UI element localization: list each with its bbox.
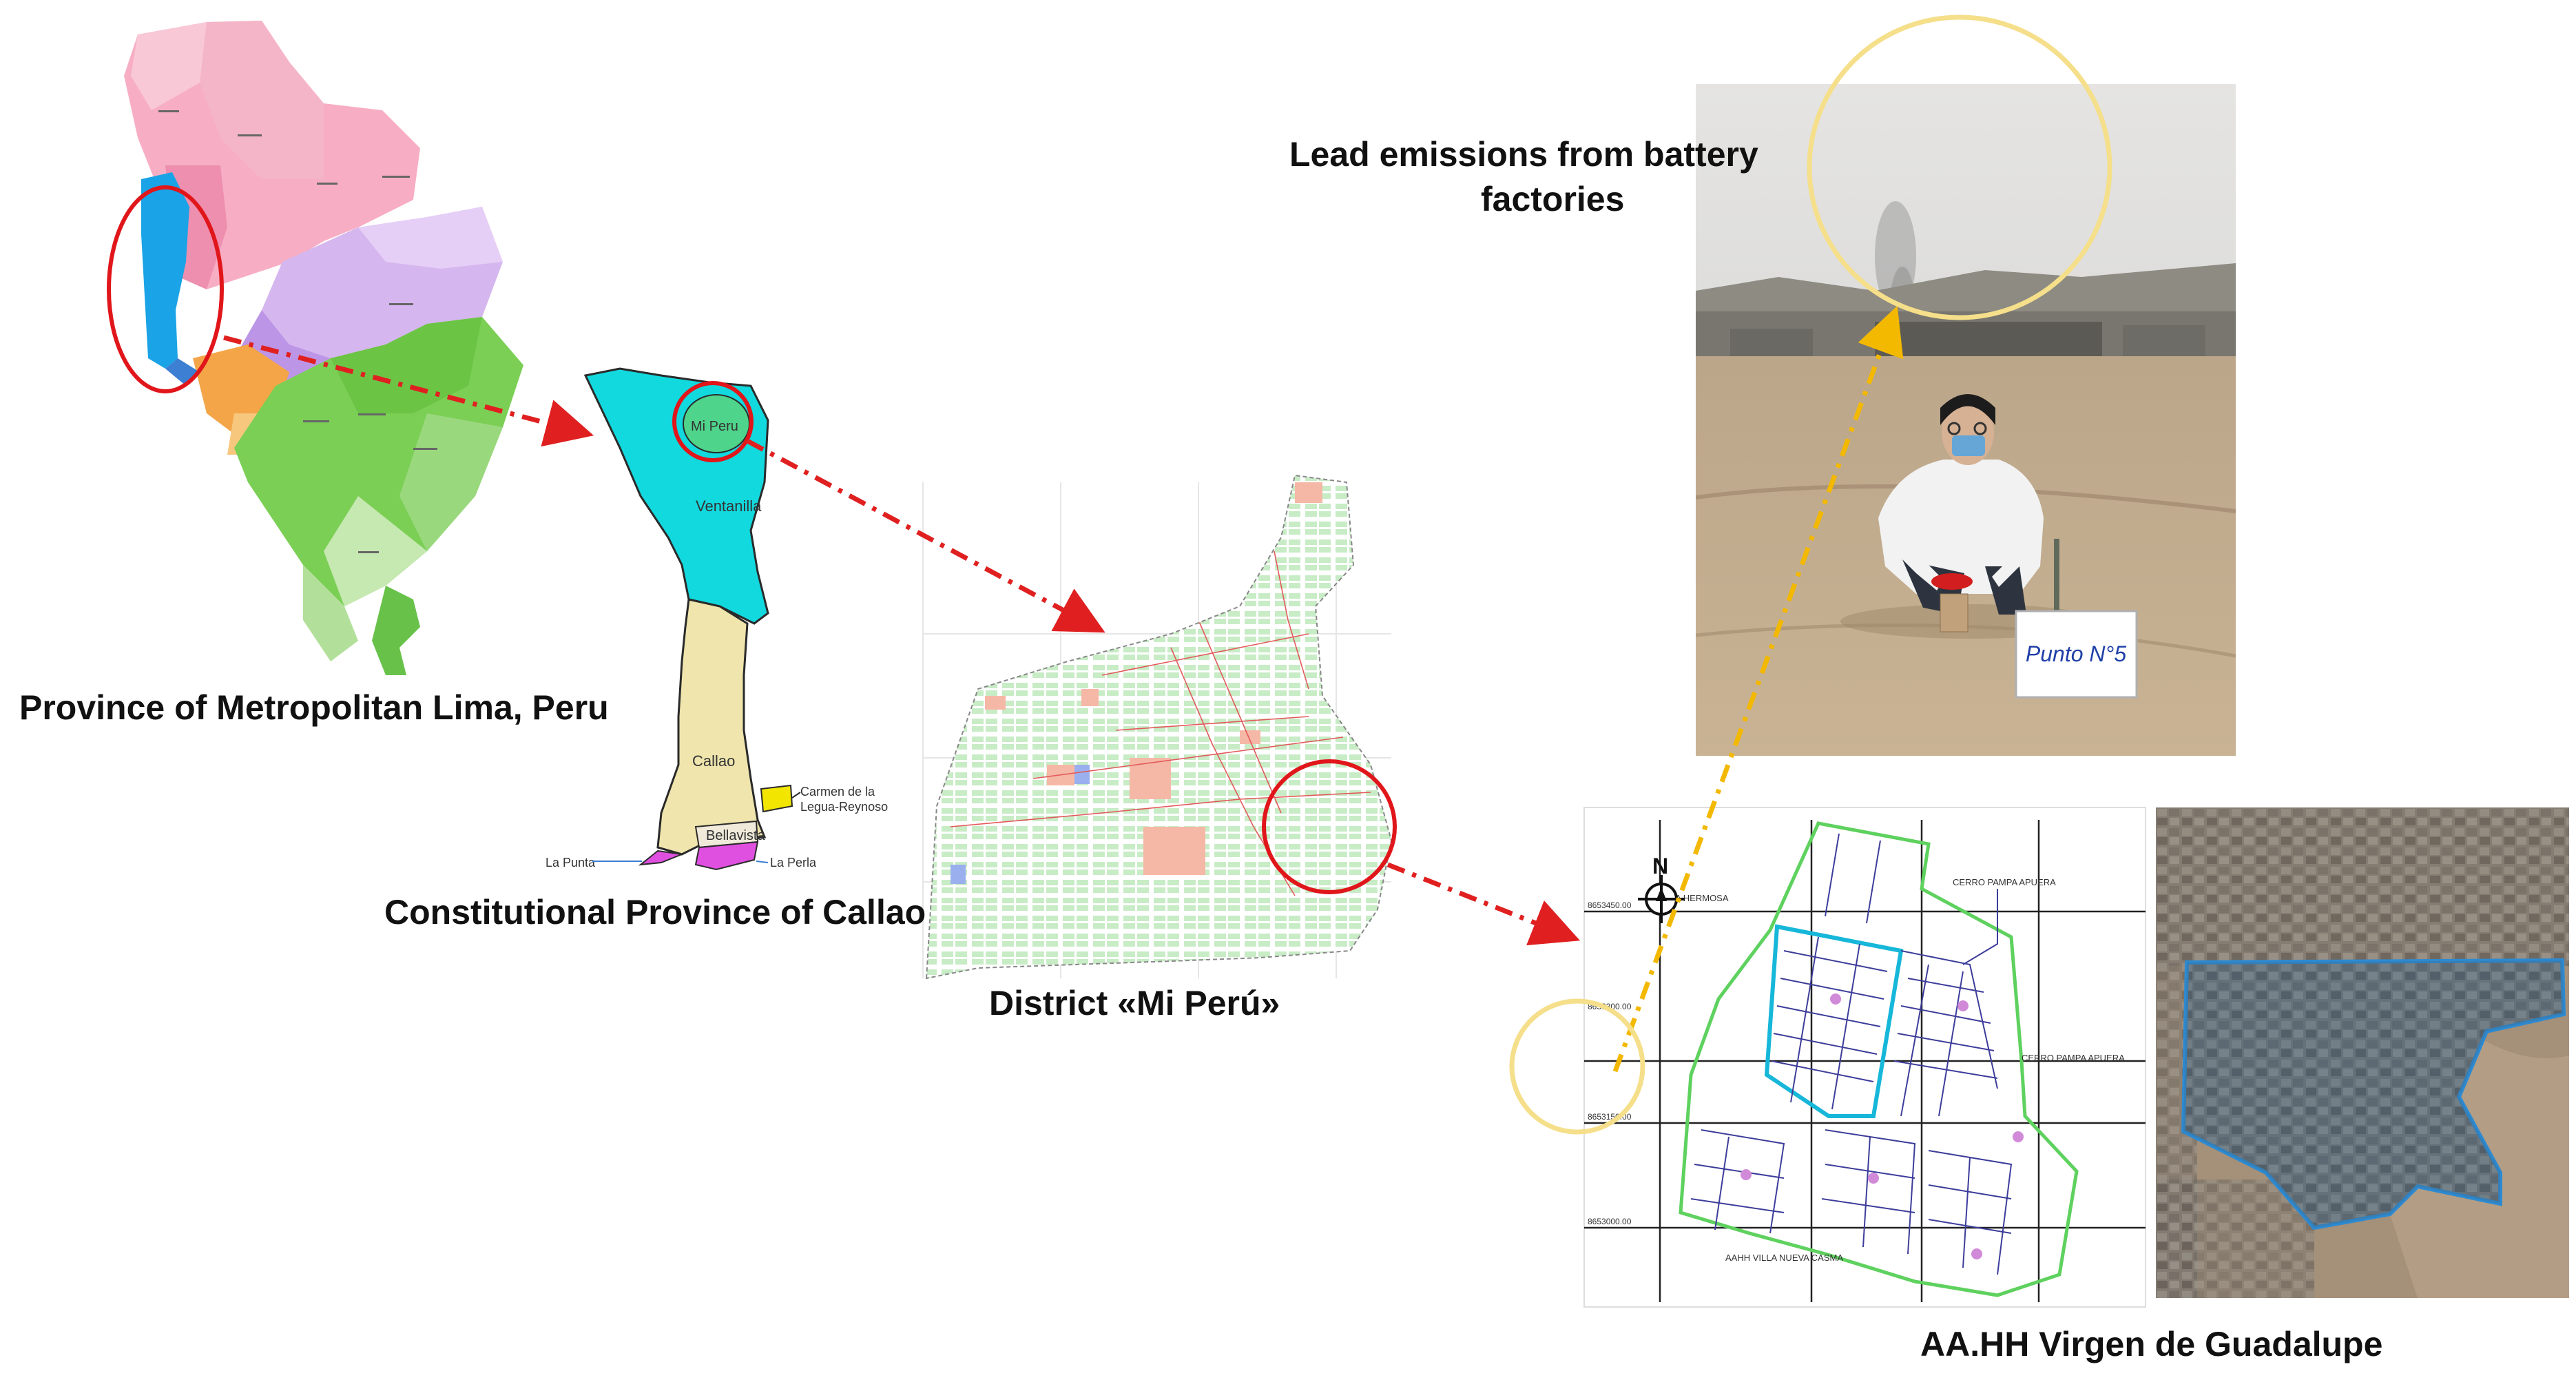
caption-emissions-line1: Lead emissions from battery [1289, 135, 1758, 174]
la-perla-region [694, 841, 759, 871]
label-carmen-2: Legua-Reynoso [800, 800, 888, 814]
lima-district-text-marks [158, 110, 437, 553]
arrow-lima-to-callao [223, 335, 594, 447]
callao-highlight-circle [107, 185, 224, 393]
district-outline [925, 474, 1393, 980]
site-boundary [1679, 821, 2079, 1297]
caption-virgen: AA.HH Virgen de Guadalupe [1920, 1325, 2383, 1363]
label-carmen-1: Carmen de la [800, 785, 875, 799]
plan-label-la-hermosa: LA HERMOSA [1670, 893, 1729, 903]
site-highlight-circle [1509, 998, 1645, 1135]
label-la-punta: La Punta [546, 856, 596, 869]
field-sampling-photo: Punto N°5 [1696, 84, 2236, 756]
satellite-image [2156, 807, 2569, 1298]
caption-emissions-line2: factories [1481, 180, 1625, 218]
caption-callao: Constitutional Province of Callao [384, 893, 926, 931]
site-subblock [1764, 924, 1904, 1118]
arrow-site-to-emissions [1612, 305, 1904, 1073]
satellite-illustration [2156, 807, 2569, 1298]
lima-districts [124, 21, 523, 675]
north-label: N [1652, 854, 1668, 878]
plan-coord-1: 8653450.00 [1588, 900, 1632, 910]
plan-label-cerro-mid: CERRO PAMPA APUERA [2022, 1053, 2125, 1063]
arrow-mi-peru-to-virgen [1386, 862, 1581, 946]
north-arrow-icon [1638, 875, 1685, 923]
carmen-pointer [791, 792, 801, 799]
label-ventanilla: Ventanilla [696, 497, 762, 515]
field-sampling-illustration: Punto N°5 [1696, 84, 2236, 756]
site-lot-lines [1690, 833, 2013, 1275]
plan-label-cerro-top: CERRO PAMPA APUERA [1953, 877, 2056, 887]
sample-point-sign-text: Punto N°5 [2026, 641, 2126, 666]
la-punta-region [638, 849, 685, 866]
settlement-boundary [2181, 958, 2566, 1230]
emissions-highlight-circle [1807, 14, 2112, 320]
site-plan-grid [1584, 820, 2146, 1302]
site-markers [1741, 993, 2024, 1259]
virgen-highlight-circle [1262, 759, 1397, 894]
plan-label-villa-nueva: AAHH VILLA NUEVA CASMA [1725, 1253, 1843, 1263]
caption-lima: Province of Metropolitan Lima, Peru [19, 688, 609, 727]
label-callao: Callao [692, 752, 735, 770]
plan-coord-4: 8653000.00 [1588, 1217, 1632, 1226]
label-bellavista: Bellavista [706, 828, 765, 843]
label-mi-peru: Mi Peru [691, 419, 738, 434]
arrow-callao-to-mi-peru [746, 438, 1105, 633]
sample-point-sign: Punto N°5 [2015, 610, 2138, 699]
label-la-perla: La Perla [770, 856, 817, 869]
caption-mi-peru: District «Mi Perú» [989, 984, 1280, 1022]
mi-peru-highlight-circle [672, 381, 754, 462]
la-perla-pointer [756, 861, 769, 863]
carmen-region [760, 784, 793, 813]
